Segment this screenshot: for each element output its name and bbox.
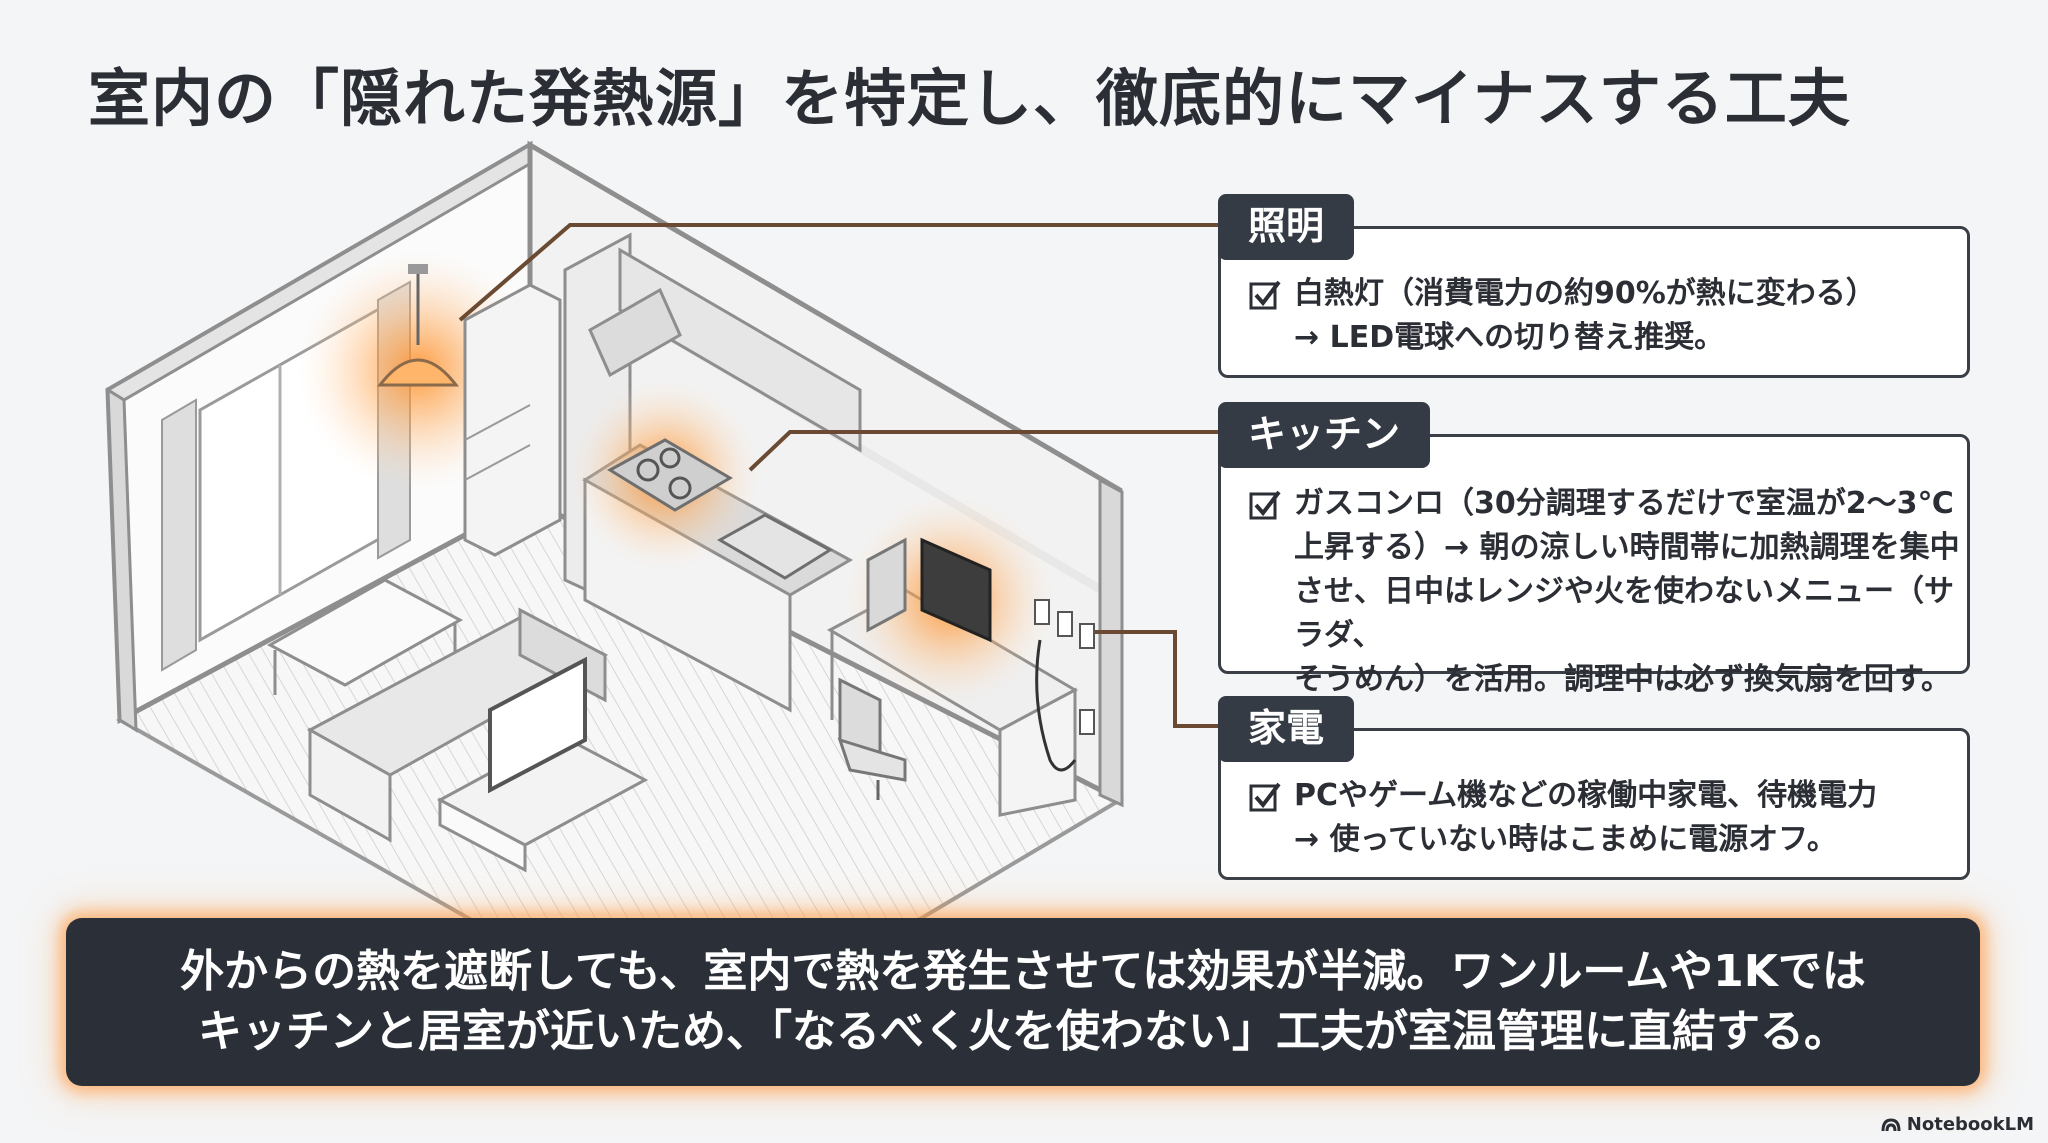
brand-label: NotebookLM bbox=[1906, 1114, 2034, 1135]
kitchen-item: ガスコンロ（30分調理するだけで室温が2〜3℃ 上昇する）→ 朝の涼しい時間帯に… bbox=[1242, 482, 1962, 702]
kitchen-label: キッチン bbox=[1218, 402, 1431, 468]
kitchen-line-3: させ、日中はレンジや火を使わないメニュー（サラダ、 bbox=[1294, 574, 1954, 653]
wall-outlets bbox=[1034, 599, 1095, 772]
checkbox-icon bbox=[1249, 280, 1281, 310]
office-chair bbox=[837, 677, 907, 800]
lighting-label: 照明 bbox=[1218, 194, 1355, 260]
appliance-line-2: → 使っていない時はこまめに電源オフ。 bbox=[1294, 822, 1837, 857]
kitchen-line-1: ガスコンロ（30分調理するだけで室温が2〜3℃ bbox=[1294, 486, 1954, 521]
kitchen-line-4: そうめん）を活用。調理中は必ず換気扇を回す。 bbox=[1294, 662, 1951, 697]
checkbox-icon bbox=[1249, 490, 1281, 520]
brand-mark: NotebookLM bbox=[1881, 1114, 2034, 1135]
pc-monitor bbox=[866, 537, 992, 643]
tv-stand bbox=[436, 656, 649, 873]
notebooklm-logo-icon bbox=[1881, 1117, 1901, 1131]
gas-stove bbox=[607, 438, 733, 512]
kitchen-card bbox=[1218, 434, 1970, 674]
pendant-lamp bbox=[376, 264, 460, 387]
appliance-item: PCやゲーム機などの稼働中家電、待機電力 → 使っていない時はこまめに電源オフ。 bbox=[1242, 774, 1962, 862]
summary-banner: 外からの熱を遮断しても、室内で熱を発生させては効果が半減。ワンルームや1Kでは … bbox=[66, 918, 1980, 1086]
appliance-label: 家電 bbox=[1218, 696, 1355, 762]
banner-line-2: キッチンと居室が近いため、「なるべく火を使わない」工夫が室温管理に直結する。 bbox=[198, 1006, 1848, 1057]
checkbox-icon bbox=[1249, 782, 1281, 812]
refrigerator bbox=[463, 283, 562, 557]
kitchen-line-2: 上昇する）→ 朝の涼しい時間帯に加熱調理を集中 bbox=[1294, 530, 1960, 565]
lighting-line-2: → LED電球への切り替え推奨。 bbox=[1294, 320, 1725, 355]
leader-lines bbox=[458, 223, 1218, 728]
appliance-line-1: PCやゲーム機などの稼働中家電、待機電力 bbox=[1294, 778, 1878, 813]
banner-line-1: 外からの熱を遮断しても、室内で熱を発生させては効果が半減。ワンルームや1Kでは bbox=[180, 946, 1866, 997]
lighting-line-1: 白熱灯（消費電力の約90%が熱に変わる） bbox=[1294, 276, 1876, 311]
page-title: 室内の「隠れた発熱源」を特定し、徹底的にマイナスする工夫 bbox=[88, 62, 1851, 135]
sink bbox=[716, 513, 833, 580]
lighting-item: 白熱灯（消費電力の約90%が熱に変わる） → LED電球への切り替え推奨。 bbox=[1242, 272, 1962, 360]
